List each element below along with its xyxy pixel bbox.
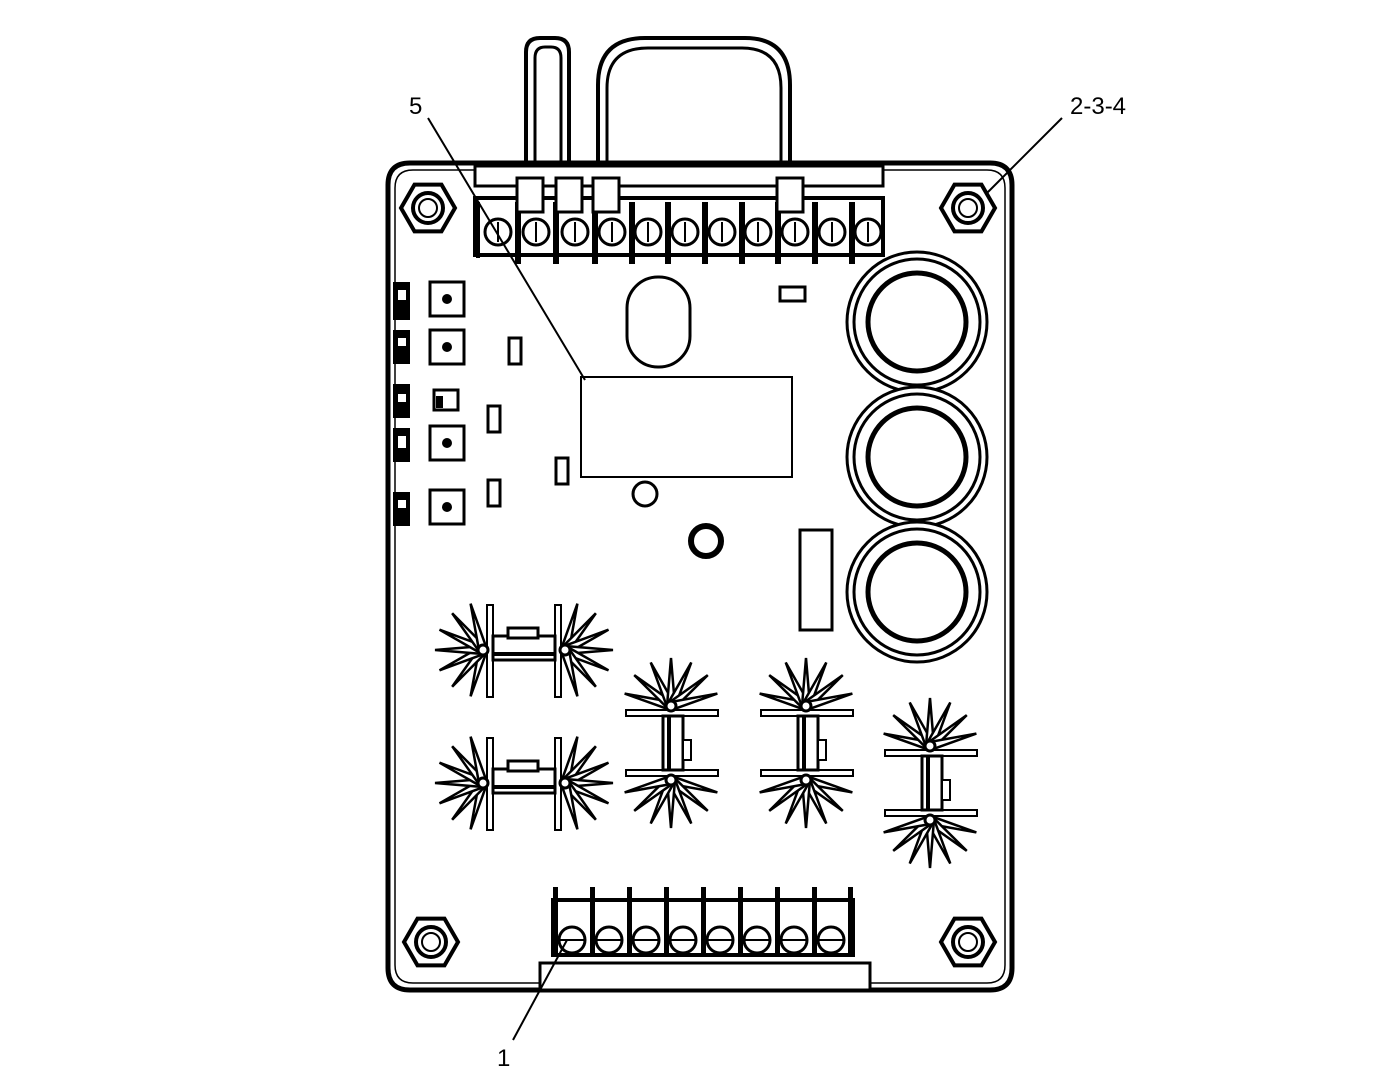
terminal	[743, 202, 781, 264]
terminal	[553, 887, 587, 957]
callout-label-2-3-4: 2-3-4	[1070, 93, 1126, 120]
heatsink	[624, 657, 719, 829]
terminal	[560, 202, 598, 264]
heatsink-fins	[434, 603, 490, 697]
heatsink	[883, 697, 978, 869]
terminal	[701, 887, 735, 957]
terminal	[738, 887, 772, 957]
terminal	[775, 887, 809, 957]
heatsink	[759, 657, 854, 829]
terminal	[707, 202, 745, 264]
edge-connectors	[393, 282, 410, 526]
mounting-nut-top-left	[398, 182, 458, 234]
heatsink	[434, 736, 614, 831]
wire-loops	[524, 36, 792, 180]
heatsink-fins	[558, 603, 614, 697]
bottom-terminal-block	[551, 887, 855, 957]
callout-label-1: 1	[497, 1045, 510, 1072]
heatsink	[434, 603, 614, 698]
terminal	[670, 202, 708, 264]
callouts: 5 2-3-4 1	[409, 93, 1126, 1072]
mounting-nut-bottom-right	[938, 916, 998, 968]
heatsink-fins	[759, 773, 853, 829]
terminal	[633, 202, 671, 264]
bottom-terminals	[553, 887, 853, 957]
capacitor	[845, 385, 989, 529]
capacitor	[845, 250, 989, 394]
heatsink-fins	[624, 657, 718, 713]
potentiometers	[428, 280, 466, 526]
top-terminal-block	[473, 176, 885, 264]
terminal	[812, 887, 846, 957]
terminal	[597, 202, 635, 264]
top-terminals	[476, 202, 883, 264]
callout-label-5: 5	[409, 93, 422, 120]
heatsinks	[434, 603, 978, 869]
capacitor	[845, 520, 989, 664]
mounting-nut-top-right	[938, 182, 998, 234]
heatsink-fins	[883, 697, 977, 753]
terminal	[817, 202, 855, 264]
terminal	[590, 887, 624, 957]
terminal	[664, 887, 698, 957]
heatsink-fins	[434, 736, 490, 830]
terminal	[627, 887, 661, 957]
mounting-nut-bottom-left	[401, 916, 461, 968]
terminal	[780, 202, 818, 264]
terminal	[853, 217, 883, 247]
capacitors	[845, 250, 989, 664]
heatsink-fins	[759, 657, 853, 713]
label-area	[580, 376, 793, 478]
heatsink-fins	[558, 736, 614, 830]
terminal	[521, 202, 559, 264]
heatsink-fins	[624, 773, 718, 829]
small-components	[486, 275, 834, 632]
heatsink-fins	[883, 813, 977, 869]
